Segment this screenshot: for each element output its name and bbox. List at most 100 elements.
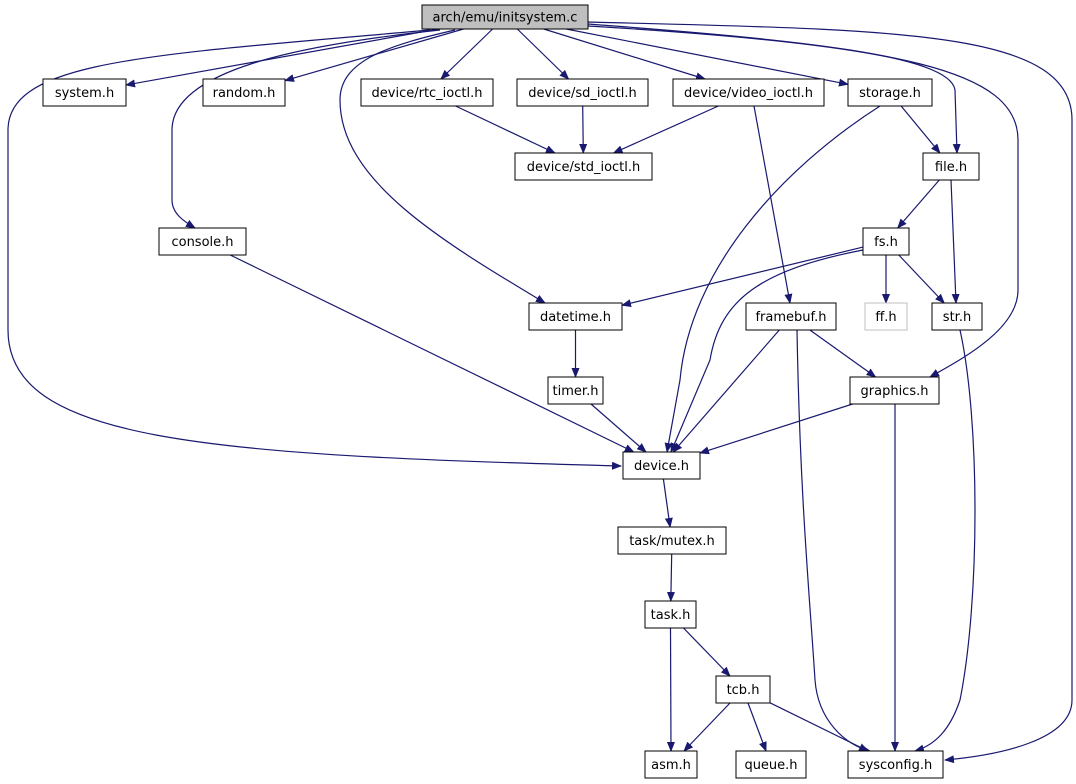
node-box bbox=[360, 78, 494, 107]
node-storage-h[interactable]: storage.h bbox=[847, 78, 933, 107]
node-label: asm.h bbox=[651, 758, 691, 773]
node-label: framebuf.h bbox=[755, 310, 826, 325]
edge-device-h-to-mutex-h bbox=[662, 478, 673, 528]
edge-framebuf-h-to-device-h bbox=[672, 329, 780, 453]
node-box bbox=[42, 78, 127, 107]
node-tcb-h[interactable]: tcb.h bbox=[715, 675, 771, 704]
edge-video-ioctl-to-framebuf-h bbox=[753, 105, 793, 304]
node-framebuf-h[interactable]: framebuf.h bbox=[745, 302, 837, 331]
node-sd-ioctl[interactable]: device/sd_ioctl.h bbox=[516, 78, 649, 107]
edge-root-to-video-ioctl bbox=[543, 28, 706, 81]
node-sysconfig-h[interactable]: sysconfig.h bbox=[847, 750, 944, 779]
node-timer-h[interactable]: timer.h bbox=[547, 376, 604, 405]
edge-tcb-h-to-sysconfig-h bbox=[769, 702, 869, 752]
edge-root-to-rtc-ioctl bbox=[440, 28, 494, 80]
edge-task-h-to-tcb-h bbox=[683, 627, 731, 677]
node-label: graphics.h bbox=[861, 384, 929, 399]
node-box bbox=[847, 78, 933, 107]
node-str-h[interactable]: str.h bbox=[931, 302, 983, 331]
node-label: arch/emu/initsystem.c bbox=[433, 11, 578, 26]
node-video-ioctl[interactable]: device/video_ioctl.h bbox=[672, 78, 825, 107]
node-box bbox=[644, 750, 698, 779]
node-root[interactable]: arch/emu/initsystem.c bbox=[421, 4, 589, 30]
edge-fs-h-to-datetime-h bbox=[621, 246, 864, 308]
node-random-h[interactable]: random.h bbox=[202, 78, 286, 107]
node-label: task/mutex.h bbox=[629, 534, 715, 549]
edge-fs-h-to-device-h bbox=[670, 249, 864, 453]
edge-root-to-sd-ioctl bbox=[516, 28, 570, 80]
edge-storage-h-to-device-h bbox=[664, 105, 881, 453]
node-label: system.h bbox=[55, 86, 114, 101]
node-label: task.h bbox=[651, 608, 691, 623]
node-box bbox=[672, 78, 825, 107]
node-box bbox=[862, 227, 910, 256]
node-label: sysconfig.h bbox=[859, 758, 932, 773]
node-box bbox=[516, 78, 649, 107]
node-asm-h[interactable]: asm.h bbox=[644, 750, 698, 779]
edge-task-h-to-asm-h bbox=[666, 627, 675, 752]
node-label: storage.h bbox=[859, 86, 921, 101]
edge-fs-h-to-str-h bbox=[898, 254, 945, 304]
node-task-h[interactable]: task.h bbox=[644, 600, 697, 629]
node-label: console.h bbox=[171, 235, 233, 250]
node-box bbox=[745, 302, 837, 331]
node-graphics-h[interactable]: graphics.h bbox=[849, 376, 940, 405]
node-label: timer.h bbox=[553, 384, 599, 399]
node-queue-h[interactable]: queue.h bbox=[735, 750, 807, 779]
edge-root-to-datetime-h bbox=[339, 29, 546, 304]
node-box bbox=[514, 152, 653, 181]
edge-tcb-h-to-queue-h bbox=[747, 702, 767, 752]
node-console-h[interactable]: console.h bbox=[158, 227, 247, 256]
node-label: device/sd_ioctl.h bbox=[528, 86, 636, 101]
node-mutex-h[interactable]: task/mutex.h bbox=[617, 526, 727, 555]
node-label: tcb.h bbox=[727, 683, 760, 698]
edge-file-h-to-str-h bbox=[950, 179, 960, 304]
node-std-ioctl[interactable]: device/std_ioctl.h bbox=[514, 152, 653, 181]
edge-root-to-system-h bbox=[125, 28, 439, 88]
edge-root-to-sysconfig-h bbox=[587, 21, 1073, 764]
node-box bbox=[158, 227, 247, 256]
nodes-layer: arch/emu/initsystem.c system.h random.h dev… bbox=[42, 4, 983, 779]
node-file-h[interactable]: file.h bbox=[922, 152, 980, 181]
edge-console-h-to-device-h bbox=[229, 254, 635, 453]
node-box bbox=[547, 376, 604, 405]
node-ff-h[interactable]: ff.h bbox=[864, 302, 908, 331]
edge-graphics-h-to-device-h bbox=[699, 403, 853, 455]
node-box bbox=[528, 302, 623, 331]
node-rtc-ioctl[interactable]: device/rtc_ioctl.h bbox=[360, 78, 494, 107]
node-label: str.h bbox=[943, 310, 971, 325]
edge-framebuf-h-to-graphics-h bbox=[809, 329, 877, 378]
edge-root-to-device-h bbox=[7, 29, 622, 470]
node-box bbox=[922, 152, 980, 181]
node-label: device/std_ioctl.h bbox=[527, 160, 641, 175]
node-box bbox=[931, 302, 983, 331]
edges-layer bbox=[7, 21, 1073, 764]
node-label: device/video_ioctl.h bbox=[684, 86, 813, 101]
node-box bbox=[715, 675, 771, 704]
node-device-h[interactable]: device.h bbox=[622, 451, 701, 480]
edge-sd-ioctl-to-std-ioctl bbox=[579, 105, 588, 154]
node-box bbox=[849, 376, 940, 405]
node-datetime-h[interactable]: datetime.h bbox=[528, 302, 623, 331]
node-box bbox=[421, 4, 589, 30]
node-box bbox=[735, 750, 807, 779]
node-box bbox=[644, 600, 697, 629]
node-fs-h[interactable]: fs.h bbox=[862, 227, 910, 256]
edge-tcb-h-to-asm-h bbox=[683, 702, 731, 752]
node-label: datetime.h bbox=[540, 310, 611, 325]
node-label: device.h bbox=[634, 459, 689, 474]
node-label: file.h bbox=[935, 160, 967, 175]
node-box bbox=[864, 302, 908, 331]
edge-framebuf-h-to-sysconfig-h bbox=[796, 329, 871, 753]
node-label: queue.h bbox=[744, 758, 797, 773]
edge-rtc-ioctl-to-std-ioctl bbox=[455, 105, 556, 154]
edge-root-to-graphics-h bbox=[587, 25, 1019, 378]
node-system-h[interactable]: system.h bbox=[42, 78, 127, 107]
edge-root-to-storage-h bbox=[566, 28, 849, 87]
edge-storage-h-to-file-h bbox=[900, 105, 941, 154]
edge-str-h-to-sysconfig-h bbox=[914, 329, 976, 753]
edge-mutex-h-to-task-h bbox=[666, 553, 675, 602]
node-box bbox=[617, 526, 727, 555]
node-label: device/rtc_ioctl.h bbox=[372, 86, 483, 101]
